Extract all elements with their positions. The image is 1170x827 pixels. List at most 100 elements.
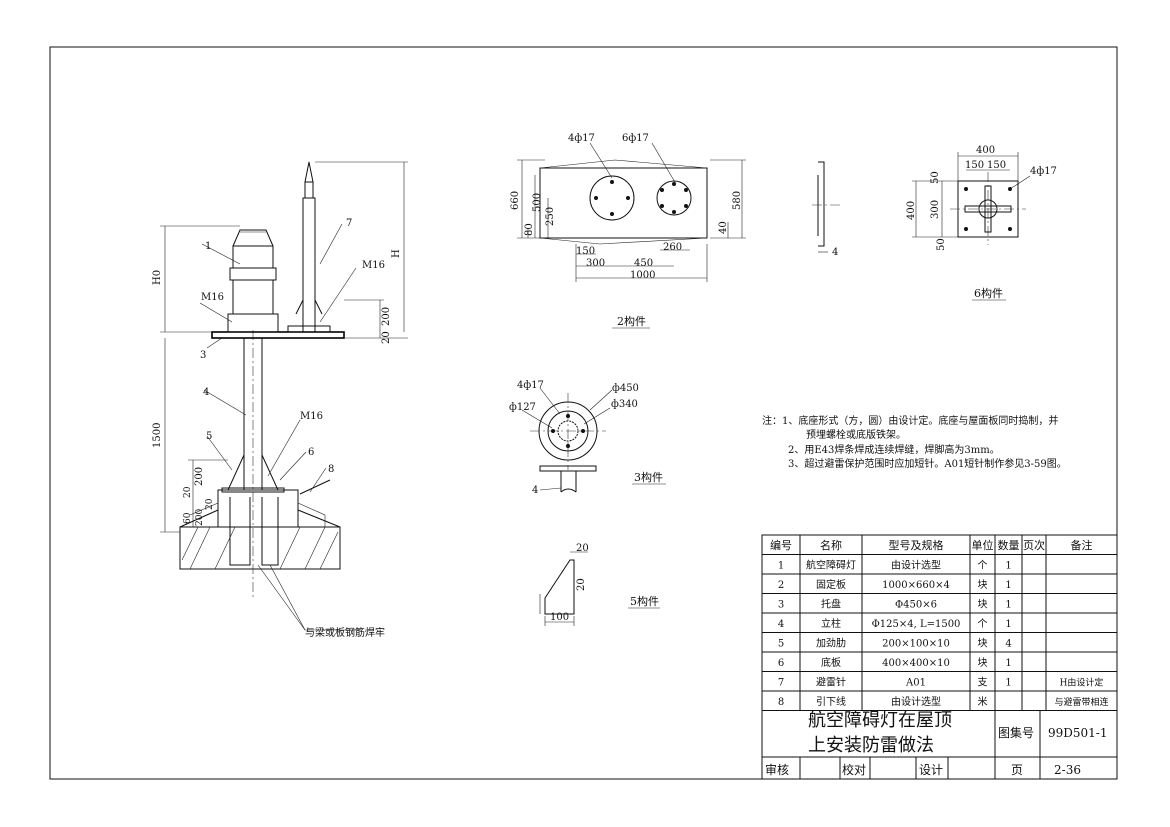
part2-holes-big: 6ф17 [622,133,649,144]
table-cell: 托盘 [821,598,841,611]
part2-title: 2构件 [617,314,646,328]
table-cell: 1 [1005,561,1011,572]
table-cell: 8 [778,697,784,708]
note-3: 3、超过避雷保护范围时应加短针。A01短针制作参见3-59图。 [788,457,1067,470]
table-cell: 1 [1005,678,1011,689]
table-cell: 块 [978,638,988,650]
part3-title: 3构件 [634,470,663,484]
label-m16-base: M16 [300,411,323,422]
part6-dim-50a: 50 [930,171,941,184]
table-cell: Φ450×6 [895,600,937,611]
table-header-cell: 名称 [820,538,842,552]
down-conductor [299,479,331,495]
label-part-4: 4 [203,387,209,398]
part5-dim-20-side: 20 [576,578,587,591]
label-part-6: 6 [308,447,314,458]
table-cell: 由设计选型 [891,559,941,572]
part5-labels: 20 20 100 5构件 [550,543,659,623]
table-cell: 航空障碍灯 [806,559,856,572]
table-cell: 3 [778,600,784,611]
table-header-cell: 单位 [972,538,994,552]
table-cell: 个 [978,618,988,630]
dim-200-ped: 200 [195,509,205,526]
part3-dim-127: ф127 [509,402,536,413]
dim-20-ped: 20 [205,498,215,510]
drawing-title-line2: 上安装防雷做法 [808,735,934,756]
part2-dim-580: 580 [732,191,743,210]
sheet-frame [49,46,1118,780]
table-cell: 与避雷带相连 [1054,696,1108,708]
table-cell: H由设计定 [1060,677,1104,689]
table-cell: 4 [1005,639,1011,650]
part2-dim-1000: 1000 [630,270,655,281]
elevation-labels: 1 7 3 4 5 6 8 M16 M16 M16 H0 H 200 20 15… [152,218,402,639]
part6-dim-150a: 150 [965,160,984,171]
table-cell: 块 [978,599,988,611]
label-part-5: 5 [206,431,212,442]
part6-dim-400-left: 400 [906,201,917,220]
part5-title: 5构件 [630,594,659,608]
dim-200-rib: 200 [194,467,205,486]
table-header-cell: 型号及规格 [889,538,944,552]
table-cell: 200×100×10 [882,639,950,650]
table-cell: 1 [1005,580,1011,591]
page-label: 页 [1011,763,1023,777]
side-section [812,161,840,253]
label-part-7: 7 [346,218,352,229]
table-cell: 避雷针 [816,676,846,689]
dim-h0: H0 [152,270,163,285]
table-header-cell: 编号 [770,538,792,552]
atlas-number: 99D501-1 [1048,726,1107,740]
table-cell: 立柱 [821,617,841,630]
part6-dim-300: 300 [930,200,941,219]
note-2: 2、用E43焊条焊成连续焊缝，焊脚高为3mm。 [788,443,1000,456]
dim-20-base: 20 [183,486,193,498]
part2-small-circle [656,180,692,216]
table-header-cell: 页次 [1023,538,1045,552]
label-part-3: 3 [200,350,206,361]
table-cell: 4 [778,619,784,630]
table-cell: 5 [778,639,784,650]
table-cell: 400×400×10 [882,658,950,669]
part2-view [517,142,746,329]
column [243,337,263,491]
lightning-rod [287,161,331,333]
part6-title: 6构件 [974,286,1003,300]
atlas-label: 图集号 [998,725,1034,740]
drawing-title-line1: 航空障碍灯在屋顶 [808,710,952,731]
part3-dim-340: ф340 [611,399,638,410]
part6-dim-400-top: 400 [976,145,995,156]
table-cell: 引下线 [816,695,846,708]
weld-note: 与梁或板钢筋焊牢 [305,626,385,639]
label-m16-left: M16 [201,292,224,303]
table-cell: Φ125×4, L=1500 [872,619,961,630]
table-cell: 固定板 [816,578,846,591]
table-header-cell: 备注 [1071,538,1093,552]
part2-labels: 4ф17 6ф17 660 500 250 80 580 40 150 300 … [510,133,743,328]
table-cell: 1 [778,561,784,572]
part5-view [539,551,660,626]
note-1-cont: 预埋螺栓或底版铁架。 [806,428,906,441]
dim-h: H [391,249,402,258]
label-m16-right: M16 [362,260,385,271]
side-dim-4: 4 [832,247,838,258]
stiffener-left [227,454,245,491]
table-cell: A01 [905,678,926,689]
label-part-8: 8 [328,464,334,475]
table-cell: 1 [1005,600,1011,611]
table-cell: 1 [1005,658,1011,669]
table-cell: 由设计选型 [891,695,941,708]
slab-hatch [181,526,339,570]
part2-dim-80: 80 [524,223,535,236]
table-cell: 7 [778,678,784,689]
table-cell: 块 [978,579,988,591]
part3-holes: 4ф17 [517,380,544,391]
base-plate [221,487,285,493]
elevation-view [160,161,408,631]
part2-big-circle [589,175,635,221]
part2-dim-660: 660 [510,191,521,210]
table-cell: 个 [978,560,988,572]
roof-slab [179,526,341,570]
note-1: 注：1、底座形式（方，圆）由设计定。底座与屋面板同时捣制，并 [762,414,1058,427]
